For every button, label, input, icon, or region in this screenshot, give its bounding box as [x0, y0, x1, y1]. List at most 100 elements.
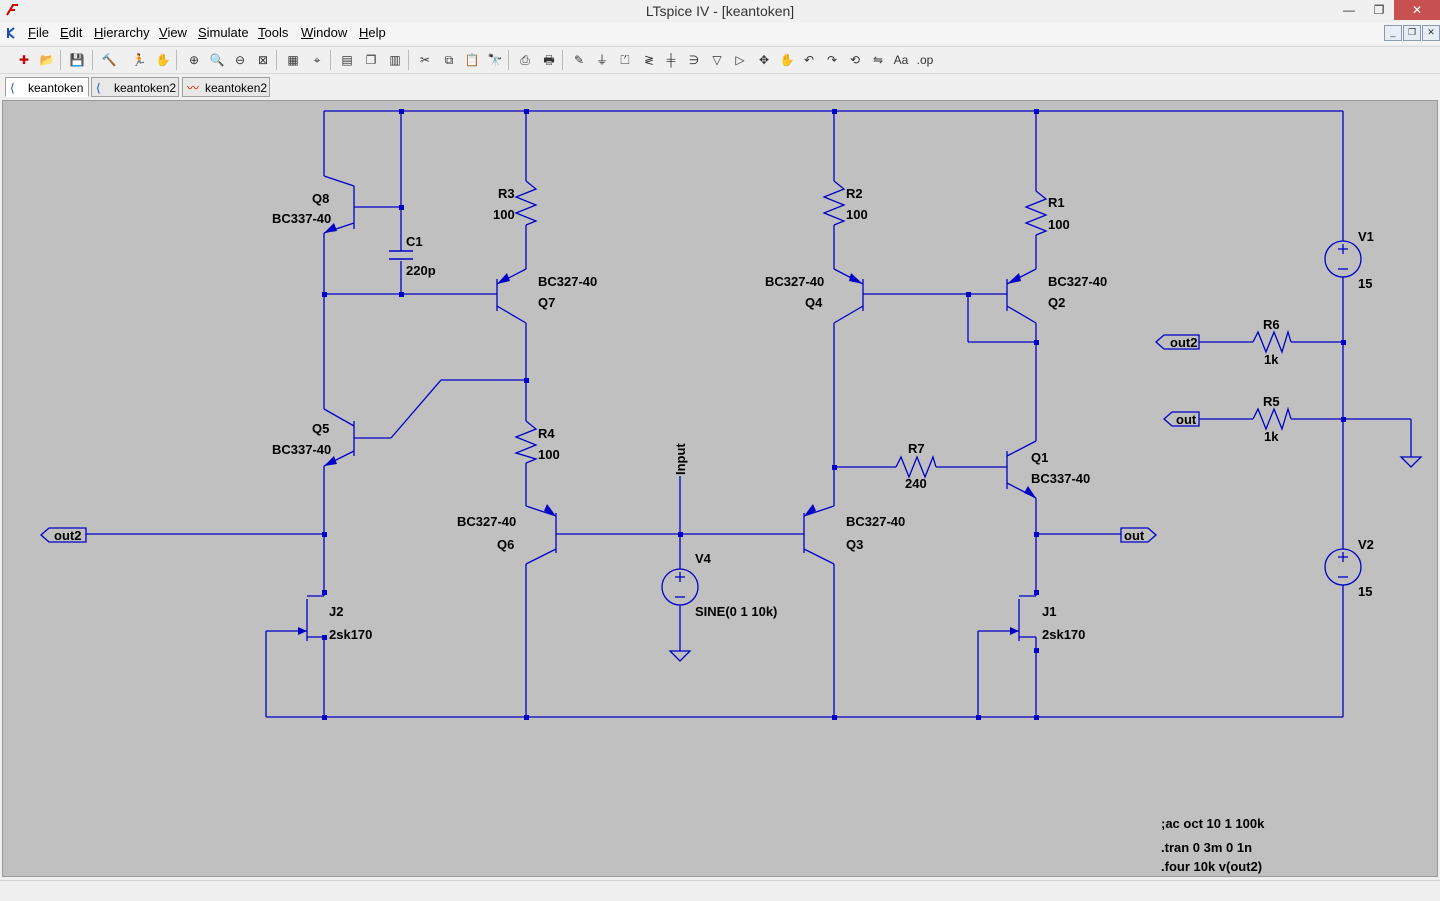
q8-ref: Q8	[312, 191, 329, 206]
v1-value: 15	[1358, 276, 1372, 291]
q6-value: BC327-40	[457, 514, 516, 529]
find-icon[interactable]: 🔭	[487, 53, 503, 67]
tile-horizontal-icon[interactable]: ▤	[341, 53, 353, 67]
q2-ref: Q2	[1048, 295, 1065, 310]
new-schematic-icon[interactable]: ✚	[18, 53, 30, 67]
move-icon[interactable]: ✥	[758, 53, 770, 67]
q5-value: BC337-40	[272, 442, 331, 457]
open-icon[interactable]: 📂	[39, 53, 55, 67]
spice-directive-four: .four 10k v(out2)	[1161, 859, 1262, 874]
diode-icon[interactable]: ▽	[712, 53, 722, 67]
ground-symbols	[668, 456, 1423, 662]
cascade-icon[interactable]: ❐	[365, 53, 377, 67]
tile-vertical-icon[interactable]: ▥	[389, 53, 401, 67]
ground-icon[interactable]: ⏚	[595, 53, 608, 67]
spice-directive-ac: ;ac oct 10 1 100k	[1161, 816, 1265, 831]
mirror-icon[interactable]: ⇋	[872, 53, 884, 67]
schematic-canvas[interactable]: Q8 BC337-40 C1 220p R3 100 BC327-40 Q7 Q…	[2, 100, 1438, 877]
v2-ref: V2	[1358, 537, 1374, 552]
tab-keantoken2-waveform[interactable]: 〰 keantoken2	[182, 77, 270, 97]
text-icon[interactable]: Aa	[893, 53, 909, 67]
waveform-icon: 〰	[187, 81, 200, 95]
menu-bar: File Edit Hierarchy View Simulate Tools …	[0, 22, 1440, 44]
zoom-out-icon[interactable]: ⊖	[234, 53, 246, 67]
draw-wire-icon[interactable]: ✎	[573, 53, 585, 67]
cursor-icon[interactable]: ⌖	[313, 53, 321, 67]
j2-value: 2sk170	[329, 627, 372, 642]
tab-label: keantoken2	[114, 81, 177, 95]
cut-icon[interactable]: ✂	[419, 53, 431, 67]
label-net-icon[interactable]: ⏍	[620, 53, 630, 67]
menu-hierarchy[interactable]: Hierarchy	[94, 25, 150, 40]
q3-ref: Q3	[846, 537, 863, 552]
j1-ref: J1	[1042, 604, 1056, 619]
r6-value: 1k	[1264, 352, 1279, 367]
spice-directive-icon[interactable]: .op	[916, 53, 934, 67]
q1-value: BC337-40	[1031, 471, 1090, 486]
save-icon[interactable]: 💾	[69, 53, 85, 67]
mdi-restore-button[interactable]: ❐	[1403, 25, 1421, 41]
close-button[interactable]: ✕	[1394, 0, 1440, 20]
component-icon[interactable]: ▷	[735, 53, 745, 67]
drag-icon[interactable]: ✋	[779, 53, 795, 67]
v1-ref: V1	[1358, 229, 1374, 244]
tab-label: keantoken	[28, 81, 84, 95]
halt-icon[interactable]: ✋	[155, 53, 171, 67]
inductor-icon[interactable]: ∋	[688, 53, 700, 67]
zoom-fit-icon[interactable]: ⊠	[257, 53, 269, 67]
mdi-close-button[interactable]: ✕	[1422, 25, 1440, 41]
menu-view[interactable]: View	[159, 25, 187, 40]
menu-simulate[interactable]: Simulate	[198, 25, 249, 40]
minimize-button[interactable]: —	[1343, 3, 1355, 17]
toolbar-separator	[92, 50, 93, 70]
menu-edit[interactable]: Edit	[60, 25, 83, 40]
zoom-in-icon[interactable]: ⊕	[188, 53, 200, 67]
voltage-sources	[661, 240, 1362, 606]
q1-ref: Q1	[1031, 450, 1048, 465]
menu-tools[interactable]: Tools	[258, 25, 289, 40]
print-icon[interactable]: 🖶	[543, 53, 555, 67]
mdi-minimize-button[interactable]: _	[1384, 25, 1402, 41]
r1-ref: R1	[1048, 195, 1065, 210]
c1-value: 220p	[406, 263, 436, 278]
rotate-icon[interactable]: ⟲	[849, 53, 861, 67]
resistors	[514, 180, 1292, 479]
copy-icon[interactable]: ⧉	[444, 53, 454, 67]
schematic-doc-icon[interactable]	[4, 25, 20, 41]
run-icon[interactable]: 🏃	[131, 53, 147, 67]
r6-ref: R6	[1263, 317, 1280, 332]
tab-keantoken2[interactable]: ⟨keantoken2	[91, 77, 179, 97]
r7-ref: R7	[908, 441, 925, 456]
q4-value: BC327-40	[765, 274, 824, 289]
toolbar-separator	[176, 50, 177, 70]
capacitor-c1	[389, 250, 413, 260]
q7-ref: Q7	[538, 295, 555, 310]
r2-ref: R2	[846, 186, 863, 201]
r5-value: 1k	[1264, 429, 1279, 444]
capacitor-icon[interactable]: ╪	[666, 53, 676, 67]
redo-icon[interactable]: ↷	[826, 53, 838, 67]
menu-help[interactable]: Help	[359, 25, 386, 40]
undo-icon[interactable]: ↶	[803, 53, 815, 67]
schematic-drawing: Q8 BC337-40 C1 220p R3 100 BC327-40 Q7 Q…	[40, 109, 1423, 874]
net-label-out2-right: out2	[1170, 335, 1197, 350]
junction-dots	[322, 109, 1346, 720]
wires	[86, 110, 1412, 718]
menu-file[interactable]: File	[28, 25, 49, 40]
menu-window[interactable]: Window	[301, 25, 348, 40]
pan-icon[interactable]: 🔍	[209, 53, 225, 67]
r5-ref: R5	[1263, 394, 1280, 409]
tab-keantoken[interactable]: ⟨keantoken	[5, 77, 89, 97]
resistor-icon[interactable]: ≷	[643, 53, 655, 67]
toolbar-separator	[276, 50, 277, 70]
net-label-out: out	[1124, 528, 1145, 543]
tab-label: keantoken2	[205, 81, 268, 95]
maximize-button[interactable]: ❐	[1373, 3, 1385, 17]
print-preview-icon[interactable]: ⎙	[520, 53, 530, 67]
j1-value: 2sk170	[1042, 627, 1085, 642]
control-panel-icon[interactable]: 🔨	[101, 53, 117, 67]
window-title: LTspice IV - [keantoken]	[645, 3, 795, 19]
paste-icon[interactable]: 📋	[464, 53, 480, 67]
toolbar-separator	[562, 50, 563, 70]
autorange-icon[interactable]: ▦	[287, 53, 299, 67]
